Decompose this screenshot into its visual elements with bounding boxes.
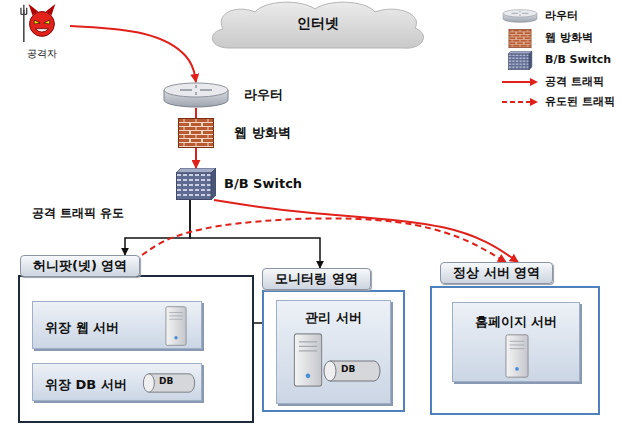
- node-label: 위장 웹 서버: [45, 319, 119, 337]
- decoy-server-box: 위장 웹 서버: [32, 301, 202, 349]
- normal-zone: 정상 서버 영역홈페이지 서버: [430, 262, 600, 415]
- node-label: 위장 DB 서버: [45, 376, 127, 394]
- firewall-device: 웹 방화벽: [178, 118, 291, 148]
- legend-router-icon: [503, 10, 537, 23]
- decoy-db-box: 위장 DB 서버 DB: [32, 363, 202, 401]
- link-line: [190, 200, 320, 268]
- node-label: B/B Switch: [224, 168, 302, 200]
- router-device: 라우터: [162, 82, 283, 108]
- server-icon: [500, 333, 534, 379]
- legend-switch-icon: [508, 51, 532, 70]
- switch-device: B/B Switch: [176, 168, 302, 200]
- legend-attack-line: [502, 81, 532, 83]
- server-icon: [161, 305, 191, 347]
- legend-label: 웹 방화벽: [545, 31, 593, 45]
- zone-title: 정상 서버 영역: [440, 262, 553, 284]
- zone-title: 허니팟(넷) 영역: [20, 255, 140, 277]
- router-icon: [164, 83, 228, 107]
- redirect-note: 공격 트래픽 유도: [32, 206, 124, 220]
- legend-redirect-head: [530, 98, 538, 106]
- legend-redirect-line: [502, 101, 532, 103]
- attack-arrow: [214, 200, 518, 262]
- firewall-icon: [179, 119, 214, 148]
- monitoring-zone: 모니터링 영역관리 서버 DB: [262, 268, 405, 412]
- link-line: [125, 200, 190, 255]
- legend-label: B/B Switch: [545, 53, 611, 67]
- honeypot-zone: 허니팟(넷) 영역위장 웹 서버위장 DB 서버 DB: [18, 255, 254, 423]
- internet-cloud: 인터넷: [205, 0, 430, 50]
- switch-icon: [176, 168, 216, 200]
- attack-arrow: [70, 26, 196, 82]
- attack-arrow: [195, 148, 197, 168]
- attacker-icon: [21, 4, 55, 42]
- node-label: 공격자: [14, 47, 70, 61]
- legend-attack-head: [530, 78, 538, 86]
- zone-title: 모니터링 영역: [262, 268, 371, 290]
- redirect-arrow: [142, 218, 506, 262]
- link-line: [254, 322, 262, 324]
- legend-label: 유도된 트래픽: [545, 95, 615, 109]
- legend-label: 공격 트래픽: [545, 75, 604, 89]
- db-tag: DB: [341, 364, 355, 375]
- server-icon: [291, 331, 325, 389]
- homepage-server-box: 홈페이지 서버: [452, 302, 580, 382]
- node-label: 라우터: [244, 82, 283, 108]
- admin-server-box: 관리 서버 DB: [276, 300, 391, 404]
- legend-firewall-icon: [509, 29, 531, 47]
- attack-arrow: [195, 108, 197, 118]
- attacker-figure: 공격자: [14, 0, 70, 72]
- legend-label: 라우터: [545, 9, 578, 23]
- db-tag: DB: [159, 376, 173, 387]
- node-label: 관리 서버: [305, 309, 362, 327]
- node-label: 웹 방화벽: [234, 118, 291, 148]
- node-label: 인터넷: [297, 15, 339, 33]
- node-label: 홈페이지 서버: [475, 313, 558, 331]
